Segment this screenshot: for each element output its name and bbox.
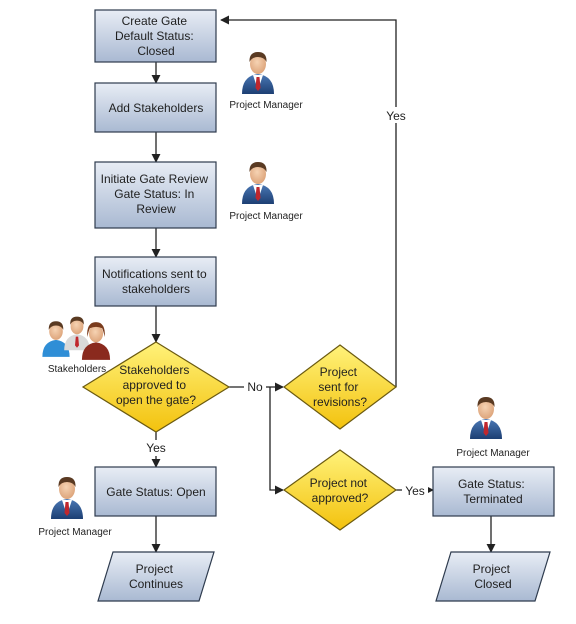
project-manager-icon	[242, 52, 274, 94]
svg-text:Create Gate Default Stat: Create Gate Default Status: Closed	[115, 14, 197, 58]
project-manager-icon	[242, 162, 274, 204]
node-project-closed: Project Closed	[435, 551, 551, 602]
node-project-closed-line-2: Closed	[474, 577, 511, 591]
node-stakeholders-decision-line-1: Stakeholders	[119, 363, 189, 377]
stakeholders-group-icon	[42, 316, 111, 360]
actor-project-manager-2: Project Manager	[229, 162, 303, 222]
node-add-stakeholders: Add Stakeholders	[94, 82, 217, 133]
node-initiate-review-line-2: Gate Status: In	[114, 187, 194, 201]
node-create-gate-line-1: Create Gate	[122, 14, 188, 28]
svg-text:Notifications sent to st: Notifications sent to stakeholders	[102, 267, 210, 296]
node-sent-for-revisions-line-2: sent for	[318, 380, 358, 394]
svg-text:Add Stakeholders: Add Stakeholders	[109, 101, 204, 115]
node-not-approved-line-2: approved?	[312, 491, 369, 505]
edge-label-yes-revisions: Yes	[386, 109, 406, 123]
svg-text:Initiate Gate Review Gat: Initiate Gate Review Gate Status: In Rev…	[101, 172, 212, 216]
actor-project-manager-1: Project Manager	[229, 52, 303, 111]
node-gate-open-line-1: Gate Status: Open	[106, 485, 205, 499]
node-create-gate: Create Gate Default Status: Closed	[94, 9, 217, 63]
node-stakeholders-decision: Stakeholders approved to open the gate?	[81, 341, 231, 433]
svg-text:Project Closed: Project Closed	[473, 562, 514, 591]
svg-text:Stakeholders approved to: Stakeholders approved to open the gate?	[116, 363, 196, 407]
node-terminated-line-1: Gate Status:	[458, 477, 525, 491]
node-sent-for-revisions-line-3: revisions?	[313, 395, 367, 409]
node-notifications-line-1: Notifications sent to	[102, 267, 207, 281]
node-not-approved-line-1: Project not	[310, 476, 368, 490]
node-notifications-line-2: stakeholders	[122, 282, 190, 296]
node-add-stakeholders-line-1: Add Stakeholders	[109, 101, 204, 115]
node-project-continues-line-2: Continues	[129, 577, 183, 591]
node-not-approved: Project not approved?	[282, 449, 398, 531]
edge-decision-no-to-not-approved	[269, 387, 284, 495]
actor-project-manager-3: Project Manager	[38, 477, 112, 538]
svg-text:Project sent for r: Project sent for revisions?	[313, 365, 367, 409]
node-project-closed-line-1: Project	[473, 562, 511, 576]
node-project-continues: Project Continues	[97, 551, 215, 602]
actor-project-manager-4-label: Project Manager	[456, 448, 530, 459]
actor-project-manager-2-label: Project Manager	[229, 211, 303, 222]
node-initiate-review-line-3: Review	[136, 202, 176, 216]
node-terminated-line-2: Terminated	[463, 492, 522, 506]
node-notifications: Notifications sent to stakeholders	[94, 256, 217, 307]
edge-label-bg-yes-revisions	[383, 107, 409, 123]
node-initiate-review: Initiate Gate Review Gate Status: In Rev…	[94, 161, 217, 229]
actor-project-manager-4: Project Manager	[456, 397, 530, 459]
svg-text:Project not approved?: Project not approved?	[310, 476, 371, 505]
node-sent-for-revisions: Project sent for revisions?	[283, 344, 397, 430]
svg-text:Gate Status: Terminated: Gate Status: Terminated	[458, 477, 528, 506]
node-stakeholders-decision-line-3: open the gate?	[116, 393, 196, 407]
actor-stakeholders-label: Stakeholders	[48, 364, 106, 375]
node-terminated: Gate Status: Terminated	[432, 466, 555, 517]
actor-project-manager-1-label: Project Manager	[229, 100, 303, 111]
edge-label-yes-terminated: Yes	[405, 484, 425, 498]
node-project-continues-line-1: Project	[136, 562, 174, 576]
edge-label-bg-yes-open	[143, 440, 169, 456]
node-initiate-review-line-1: Initiate Gate Review	[101, 172, 209, 186]
edge-label-yes-open: Yes	[146, 441, 166, 455]
actor-stakeholders: Stakeholders	[42, 316, 111, 375]
node-create-gate-line-3: Closed	[137, 44, 174, 58]
node-stakeholders-decision-line-2: approved to	[123, 378, 187, 392]
edge-label-no: No	[247, 380, 263, 394]
node-sent-for-revisions-line-1: Project	[320, 365, 358, 379]
edge-label-bg-yes-terminated	[402, 483, 428, 499]
svg-text:Gate Status: Open: Gate Status: Open	[106, 485, 205, 499]
edge-revisions-yes-to-create	[220, 15, 397, 387]
node-gate-open: Gate Status: Open	[94, 466, 217, 517]
node-create-gate-line-2: Default Status:	[115, 29, 194, 43]
edge-label-bg-no	[244, 379, 266, 395]
actor-project-manager-3-label: Project Manager	[38, 527, 112, 538]
svg-text:Project Continues: Project Continues	[129, 562, 183, 591]
project-manager-icon	[51, 477, 83, 519]
project-manager-icon	[470, 397, 502, 439]
